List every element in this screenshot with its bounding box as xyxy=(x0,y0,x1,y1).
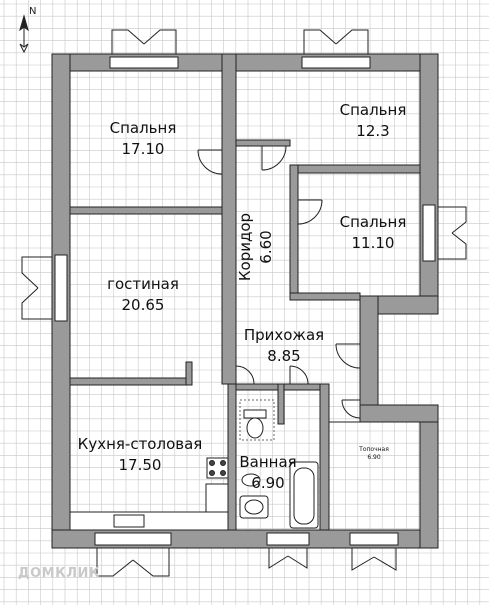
sash-top-right xyxy=(303,29,369,54)
room-name: Топочная xyxy=(359,446,389,453)
wall-bed3-bottom xyxy=(289,292,361,301)
room-area: 17.50 xyxy=(118,456,162,474)
room-area: 6.90 xyxy=(251,474,285,492)
door-bedroom-3 xyxy=(297,199,323,225)
room-label-boiler-room: Топочная 6.90 xyxy=(340,446,408,462)
room-label-bedroom-1: Спальня 17.10 xyxy=(82,118,204,160)
window-bottom-left xyxy=(94,532,172,546)
sash-bottom-right xyxy=(351,548,397,571)
wall-right-notch-side xyxy=(359,295,379,423)
door-bathroom xyxy=(289,365,309,385)
sash-top-left xyxy=(111,29,177,54)
window-left xyxy=(54,254,68,322)
door-bedroom-1 xyxy=(197,149,223,175)
wall-bed2-bed3 xyxy=(289,164,421,174)
door-corridor-hallway xyxy=(235,365,255,385)
room-name: гостиная xyxy=(107,275,179,293)
window-right xyxy=(422,204,436,262)
room-name: Прихожая xyxy=(243,326,325,344)
room-name: Спальня xyxy=(339,101,407,119)
room-area: 17.10 xyxy=(121,140,165,158)
room-label-hallway: Прихожая 8.85 xyxy=(232,325,336,367)
room-label-bathroom: Ванная 6.90 xyxy=(232,452,304,494)
window-bottom-mid xyxy=(266,532,310,546)
wall-corridor-top xyxy=(235,139,291,147)
stove-burner-icon xyxy=(220,470,226,476)
stove-burner-icon xyxy=(220,460,226,466)
room-label-bedroom-3: Спальня 11.10 xyxy=(318,212,428,254)
room-name: Спальня xyxy=(339,213,407,231)
room-name: Ванная xyxy=(239,453,297,471)
wall-right-notch-bottom xyxy=(359,404,439,423)
room-area: 11.10 xyxy=(351,234,395,252)
wall-right-lower xyxy=(419,404,439,549)
wall-living-kitchen-stub xyxy=(185,361,193,386)
bathtub-inner xyxy=(293,467,315,525)
door-bedroom-2 xyxy=(261,145,287,171)
room-name: Кухня-столовая xyxy=(77,435,203,453)
room-label-bedroom-2: Спальня 12.3 xyxy=(318,100,428,142)
window-top-left xyxy=(109,56,179,69)
wall-center-lower xyxy=(227,383,237,531)
wall-bath-right xyxy=(319,383,330,531)
room-area: 12.3 xyxy=(356,122,390,140)
room-area: 8.85 xyxy=(267,347,301,365)
door-hallway-entry xyxy=(335,343,361,369)
room-area: 20.65 xyxy=(121,296,165,314)
sash-left xyxy=(21,256,52,320)
fixtures xyxy=(69,399,319,531)
room-label-corridor: Коридор 6.60 xyxy=(235,205,277,289)
wall-living-kitchen xyxy=(69,377,193,386)
wall-bed3-left xyxy=(289,164,299,300)
boiler-room-outline xyxy=(328,421,421,531)
sash-bottom-left xyxy=(96,548,170,577)
sash-right xyxy=(438,206,467,260)
stove-burner-icon xyxy=(209,470,215,476)
room-area: 6.60 xyxy=(257,230,275,264)
door-boiler xyxy=(341,399,361,419)
windows xyxy=(54,56,436,546)
sash-bottom-mid xyxy=(268,548,308,569)
room-label-kitchen-dining: Кухня-столовая 17.50 xyxy=(70,434,210,476)
doors xyxy=(197,145,361,419)
compass-label: N xyxy=(29,6,36,17)
room-label-living-room: гостиная 20.65 xyxy=(82,274,204,316)
toilet-tank xyxy=(243,409,267,419)
room-name: Коридор xyxy=(236,212,254,282)
washbasin-bowl-icon xyxy=(244,499,264,515)
kitchen-sink-icon xyxy=(113,514,145,528)
room-name: Спальня xyxy=(109,119,177,137)
stove-burner-icon xyxy=(209,460,215,466)
toilet-bowl-icon xyxy=(246,417,264,439)
watermark: ДОМКЛИК xyxy=(18,566,100,581)
window-bottom-right xyxy=(349,532,399,546)
wall-right-upper xyxy=(419,53,439,315)
wall-bed1-living xyxy=(69,206,223,215)
counter-bottom xyxy=(69,511,229,531)
wc-floor xyxy=(239,399,275,441)
sink-icon xyxy=(241,473,261,487)
window-sashes xyxy=(21,29,467,577)
window-top-right xyxy=(301,56,371,69)
north-arrow-icon xyxy=(19,14,29,54)
wall-wc-separator xyxy=(277,383,285,425)
room-area: 6.90 xyxy=(367,454,381,461)
